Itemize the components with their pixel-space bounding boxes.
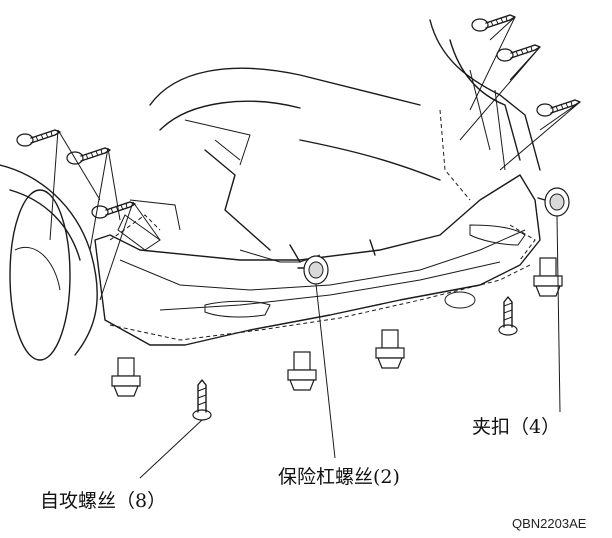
self-tapping-screw-label: 自攻螺丝（8）	[40, 490, 167, 512]
screw-topright-2	[496, 44, 541, 62]
screw-topright-3	[536, 99, 581, 117]
screw-topleft-1	[16, 129, 61, 147]
clip-2	[287, 351, 317, 391]
clip-1	[111, 357, 141, 397]
screw-bottom-2	[498, 296, 518, 336]
rear-bumper	[94, 109, 541, 346]
rear-wheel	[0, 164, 98, 361]
clip-3	[375, 329, 405, 369]
clip-4	[533, 257, 563, 297]
car-body	[149, 19, 541, 251]
clip-label: 夹扣（4）	[472, 416, 561, 438]
figure-code: QBN2203AE	[512, 516, 587, 531]
bumper-bolt-2	[537, 187, 570, 217]
screw-bottom-1	[192, 379, 212, 421]
bumper-bolt-label: 保险杠螺丝(2)	[278, 466, 400, 488]
leader-lines	[49, 16, 581, 479]
bumper-bolt-1	[297, 255, 329, 285]
